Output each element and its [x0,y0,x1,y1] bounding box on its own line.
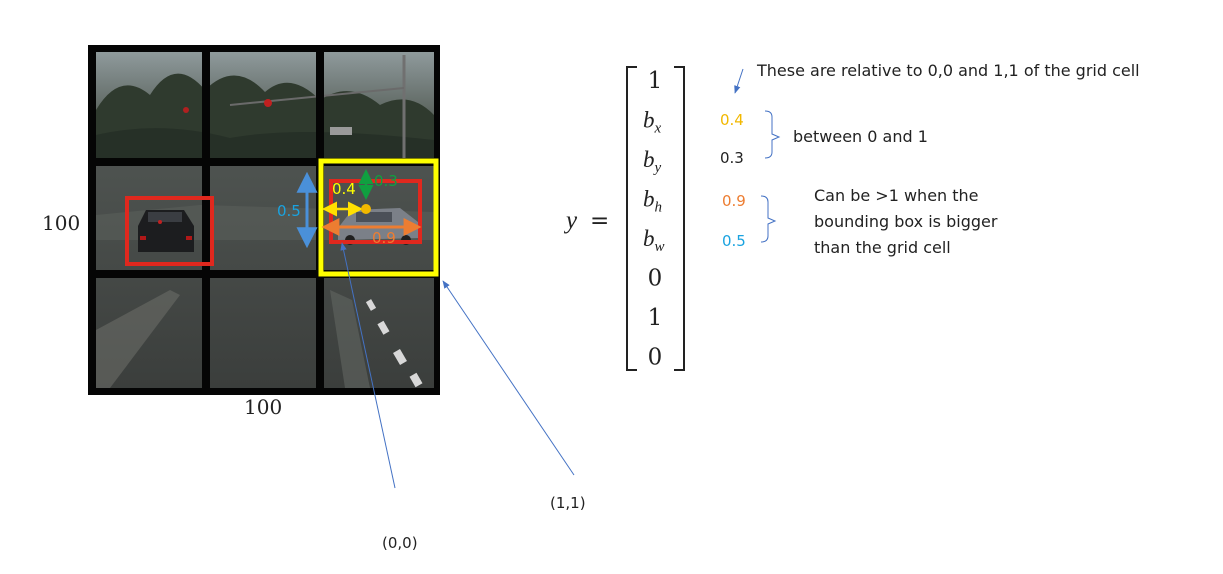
label-by-grid: 0.3 [374,172,398,190]
note-bigger-line1: Can be >1 when the [814,186,979,205]
note-pointer [734,68,744,94]
note-relative: These are relative to 0,0 and 1,1 of the… [756,61,1140,80]
vector-entry-7: 0 [648,345,663,371]
brace-between [764,110,781,159]
brace-bigger [760,195,777,243]
origin-label: (0,0) [382,534,418,552]
car-left [138,210,194,252]
vector-entry-1: bx [643,108,662,137]
image-grid [88,45,440,395]
grid-side-label: 100 [42,211,80,235]
corner-label: (1,1) [550,494,586,512]
vector-entry-0: 1 [648,68,663,94]
vector-lhs: y [563,207,578,234]
dimension-annotations: 0.5 0.4 0.3 0.9 [277,169,422,249]
vector-subscript-1: x [654,121,662,137]
vector-entry-2: by [643,147,662,176]
vector-subscript-3: h [655,200,663,216]
note-value-bw: 0.5 [722,232,746,250]
note-value-by: 0.3 [720,149,744,167]
note-between: between 0 and 1 [793,127,928,146]
vector-entry-6: 1 [648,305,663,331]
vector-entry-3: bh [643,187,662,216]
note-value-bh: 0.9 [722,192,746,210]
vector-subscript-4: w [655,239,665,255]
label-bh-grid: 0.9 [372,229,396,247]
grid-line-h2 [88,270,440,278]
note-bigger-line3: than the grid cell [814,238,951,257]
vector-equals: = [590,208,609,234]
notes: These are relative to 0,0 and 1,1 of the… [720,61,1140,257]
highlighted-grid-cell [318,158,439,277]
grid-line-h1 [88,158,440,166]
grid-line-v1 [202,45,210,395]
label-bw-grid: 0.5 [277,202,301,220]
vector-subscript-2: y [653,160,662,176]
note-value-bx: 0.4 [720,111,744,129]
vector-entries: 1 bx by bh bw 0 1 0 [643,68,665,371]
label-bx-grid: 0.4 [332,180,356,198]
origin-pointer [340,242,396,489]
traffic-light [264,99,272,107]
bracket-left [626,66,637,371]
vector-entry-4: bw [643,226,665,255]
note-bigger-line2: bounding box is bigger [814,212,998,231]
lane-dashes [365,299,423,388]
grid-bottom-label: 100 [244,395,282,419]
street-sign [330,127,352,135]
output-vector: y = 1 bx by bh bw 0 1 0 [563,66,685,371]
center-point [361,204,371,214]
bounding-box-left [125,196,214,266]
bracket-right [674,66,685,371]
corner-pointer [442,280,575,476]
road-marking [96,290,180,388]
vector-entry-5: 0 [648,266,663,292]
